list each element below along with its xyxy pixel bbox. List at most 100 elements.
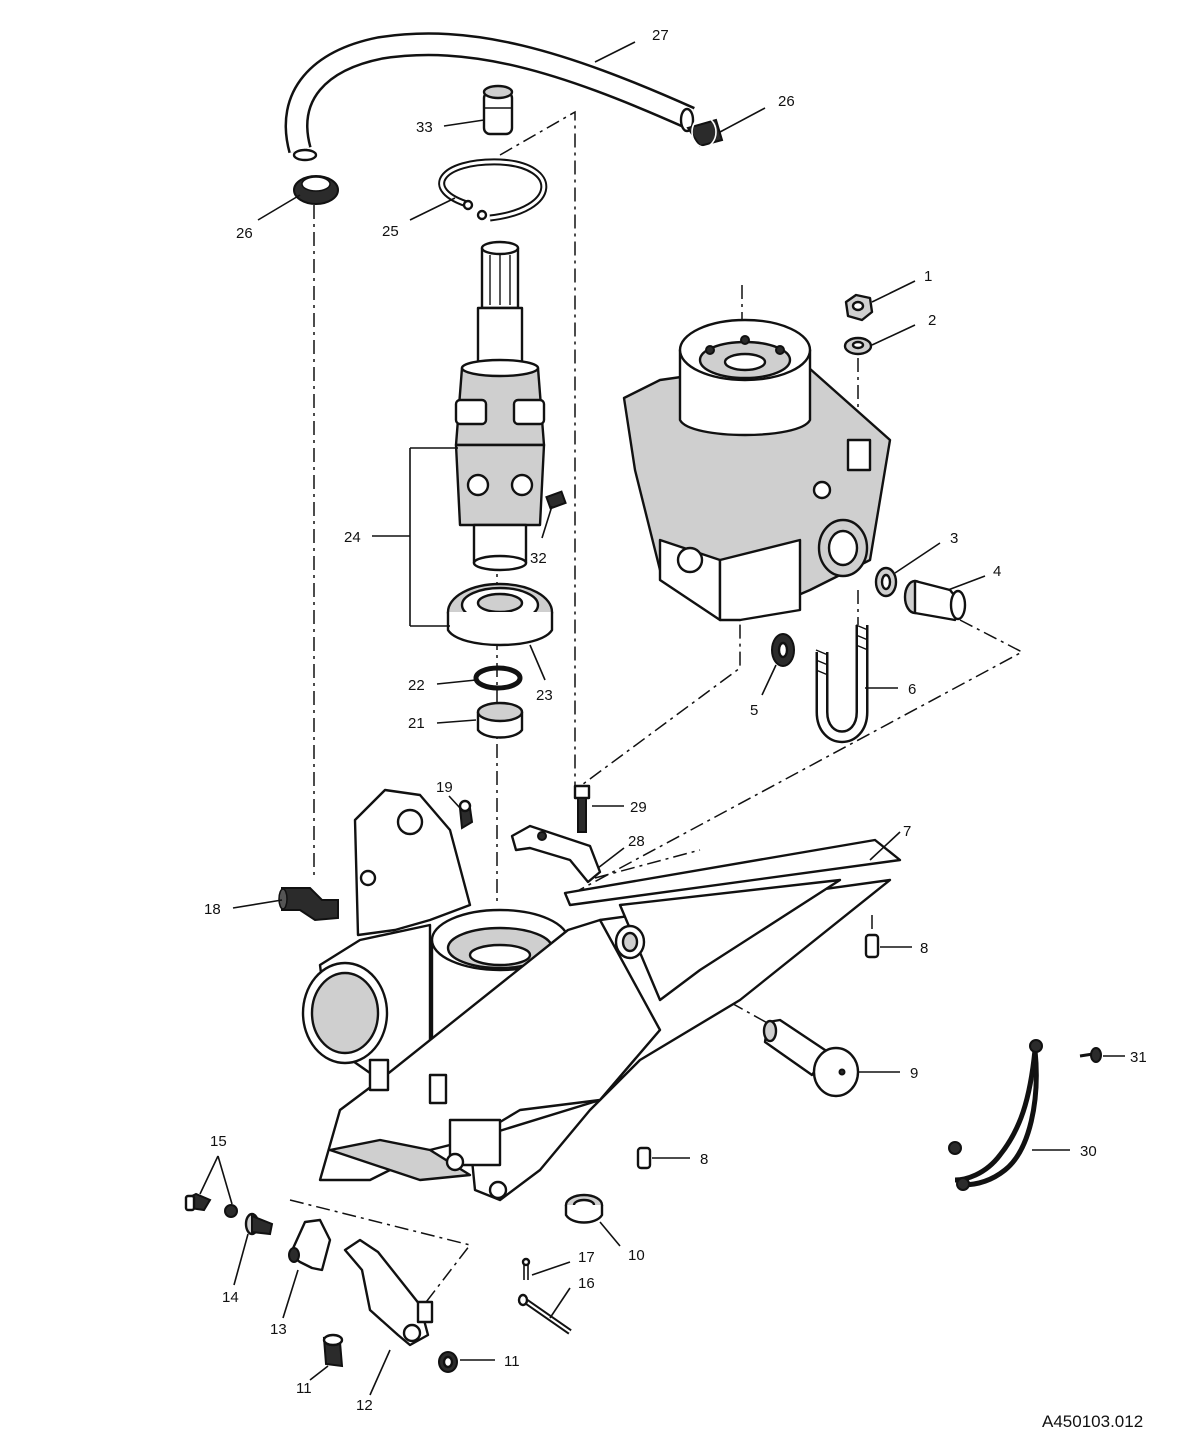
bearing-race (476, 701, 524, 739)
callout-1: 1 (924, 268, 932, 285)
callout-9: 9 (910, 1065, 918, 1082)
callout-32: 32 (530, 550, 547, 567)
leader-16 (549, 1287, 571, 1319)
washer-3 (874, 566, 898, 598)
grease-fitting (458, 799, 474, 830)
u-bolt (815, 624, 869, 744)
leader-25 (409, 197, 456, 221)
callout-23: 23 (536, 687, 553, 704)
leader-13 (282, 1269, 299, 1319)
leader-23 (529, 644, 546, 681)
dowel-pin-upper (864, 933, 880, 959)
figure-id: A450103.012 (1042, 1412, 1143, 1431)
callout-6: 6 (908, 681, 916, 698)
callout-14: 14 (222, 1289, 239, 1306)
screw-31 (1079, 1047, 1102, 1063)
leader-26-lower (257, 194, 301, 221)
nut-11-left (322, 1333, 344, 1368)
assembly-line-lever (289, 1199, 472, 1311)
callout-16: 16 (578, 1275, 595, 1292)
leader-12 (369, 1349, 391, 1396)
leader-5 (761, 664, 777, 696)
ground-wire (948, 1039, 1043, 1191)
callout-7: 7 (903, 823, 911, 840)
leader-2 (871, 324, 916, 346)
bolt-29 (573, 784, 591, 833)
washer-5 (771, 633, 795, 667)
callout-15: 15 (210, 1133, 227, 1150)
leader-7 (869, 831, 901, 861)
callout-12: 12 (356, 1397, 373, 1414)
pivot-pin-4 (903, 579, 967, 622)
assembly-line-pin-4 (569, 619, 1024, 896)
screw-14 (244, 1212, 274, 1236)
washer-2 (843, 336, 873, 356)
plug (482, 84, 514, 136)
callout-27: 27 (652, 27, 669, 44)
leader-3 (894, 542, 941, 574)
callout-11-right: 11 (504, 1353, 520, 1370)
callout-22: 22 (408, 677, 425, 694)
gimbal-housing (301, 788, 902, 1202)
clamp-13 (288, 1218, 332, 1272)
cap-28 (510, 824, 602, 884)
hose-clamp-upper (686, 116, 724, 148)
callout-3: 3 (950, 530, 958, 547)
leader-15 (199, 1155, 233, 1205)
o-ring (473, 665, 523, 691)
washer-15 (224, 1204, 238, 1218)
steering-lever (343, 1238, 434, 1347)
leader-32 (541, 505, 553, 539)
callout-10: 10 (628, 1247, 645, 1264)
screw-15 (184, 1192, 212, 1212)
callout-18: 18 (204, 901, 221, 918)
bearing (446, 582, 554, 647)
pin-16 (517, 1293, 572, 1335)
callout-13: 13 (270, 1321, 287, 1338)
leader-14 (233, 1233, 249, 1286)
bushing-10 (564, 1193, 604, 1224)
leader-24 (372, 447, 458, 627)
callout-4: 4 (993, 563, 1001, 580)
leader-19 (448, 795, 461, 809)
bell-housing (622, 318, 892, 622)
leader-26-upper (719, 107, 766, 133)
leader-28 (597, 847, 625, 869)
callout-8-upper: 8 (920, 940, 928, 957)
callout-5: 5 (750, 702, 758, 719)
leader-10 (599, 1221, 621, 1247)
callout-26-upper: 26 (778, 93, 795, 110)
elbow-fitting (278, 887, 339, 922)
hose (284, 32, 695, 162)
callout-8-lower: 8 (700, 1151, 708, 1168)
callout-30: 30 (1080, 1143, 1097, 1160)
leader-33 (443, 119, 485, 127)
assembly-line-cap (594, 849, 701, 879)
leader-22 (436, 679, 477, 685)
set-screw (545, 490, 567, 510)
callout-29: 29 (630, 799, 647, 816)
retaining-ring (438, 158, 548, 222)
leader-17 (531, 1261, 571, 1276)
leader-1 (871, 280, 916, 303)
leader-27 (594, 41, 636, 63)
callout-25: 25 (382, 223, 399, 240)
pivot-pin-9 (762, 1018, 860, 1098)
leader-18 (232, 899, 283, 909)
cotter-pin-17 (521, 1257, 531, 1280)
callout-24: 24 (344, 529, 361, 546)
callout-28: 28 (628, 833, 645, 850)
hose-clamp-lower (293, 175, 339, 205)
callout-17: 17 (578, 1249, 595, 1266)
u-joint-assembly (454, 240, 546, 572)
callout-33: 33 (416, 119, 433, 136)
nut-11-right (438, 1351, 458, 1373)
callout-11-left: 11 (296, 1380, 312, 1397)
callout-21: 21 (408, 715, 425, 732)
leader-4 (947, 575, 986, 591)
callout-31: 31 (1130, 1049, 1147, 1066)
callout-2: 2 (928, 312, 936, 329)
dowel-pin-lower (636, 1146, 652, 1170)
